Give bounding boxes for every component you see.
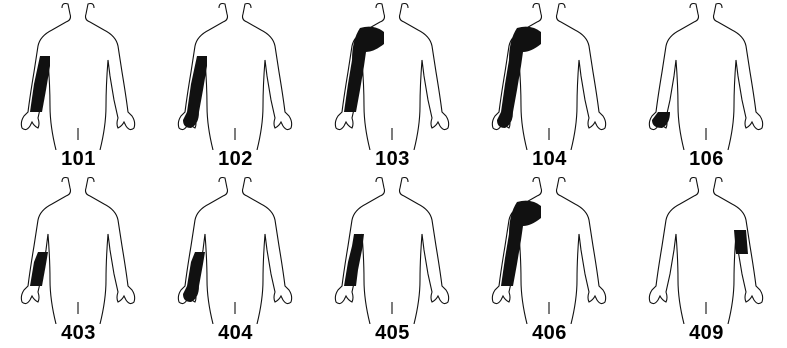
torso-outline [649, 4, 762, 151]
garment-figure-106: 106 [628, 0, 785, 174]
sleeve-shape [344, 234, 364, 286]
garment-code-label: 102 [157, 148, 314, 171]
garment-figure-406: 406 [471, 174, 628, 348]
body-outline [0, 174, 157, 324]
body-outline [314, 0, 471, 150]
torso-outline [21, 178, 134, 325]
body-outline [628, 174, 785, 324]
garment-figure-102: 102 [157, 0, 314, 174]
garment-code-label: 406 [471, 322, 628, 345]
garment-code-label: 106 [628, 148, 785, 171]
garment-figure-409: 409 [628, 174, 785, 348]
sleeve-shape [30, 56, 50, 112]
garment-figure-403: 403 [0, 174, 157, 348]
garment-figure-101: 101 [0, 0, 157, 174]
body-outline [0, 0, 157, 150]
body-outline [157, 174, 314, 324]
sleeve-shape [183, 56, 207, 128]
body-outline [314, 174, 471, 324]
garment-figure-104: 104 [471, 0, 628, 174]
garment-code-label: 403 [0, 322, 157, 345]
garment-code-label: 409 [628, 322, 785, 345]
garment-figure-405: 405 [314, 174, 471, 348]
body-outline [471, 174, 628, 324]
garment-figure-103: 103 [314, 0, 471, 174]
garment-figure-404: 404 [157, 174, 314, 348]
garment-code-label: 101 [0, 148, 157, 171]
garment-code-label: 405 [314, 322, 471, 345]
body-outline [471, 0, 628, 150]
body-outline [628, 0, 785, 150]
garment-code-label: 104 [471, 148, 628, 171]
torso-outline [178, 178, 291, 325]
body-outline [157, 0, 314, 150]
garment-code-label: 404 [157, 322, 314, 345]
garment-code-label: 103 [314, 148, 471, 171]
sleeve-shape [734, 230, 748, 254]
